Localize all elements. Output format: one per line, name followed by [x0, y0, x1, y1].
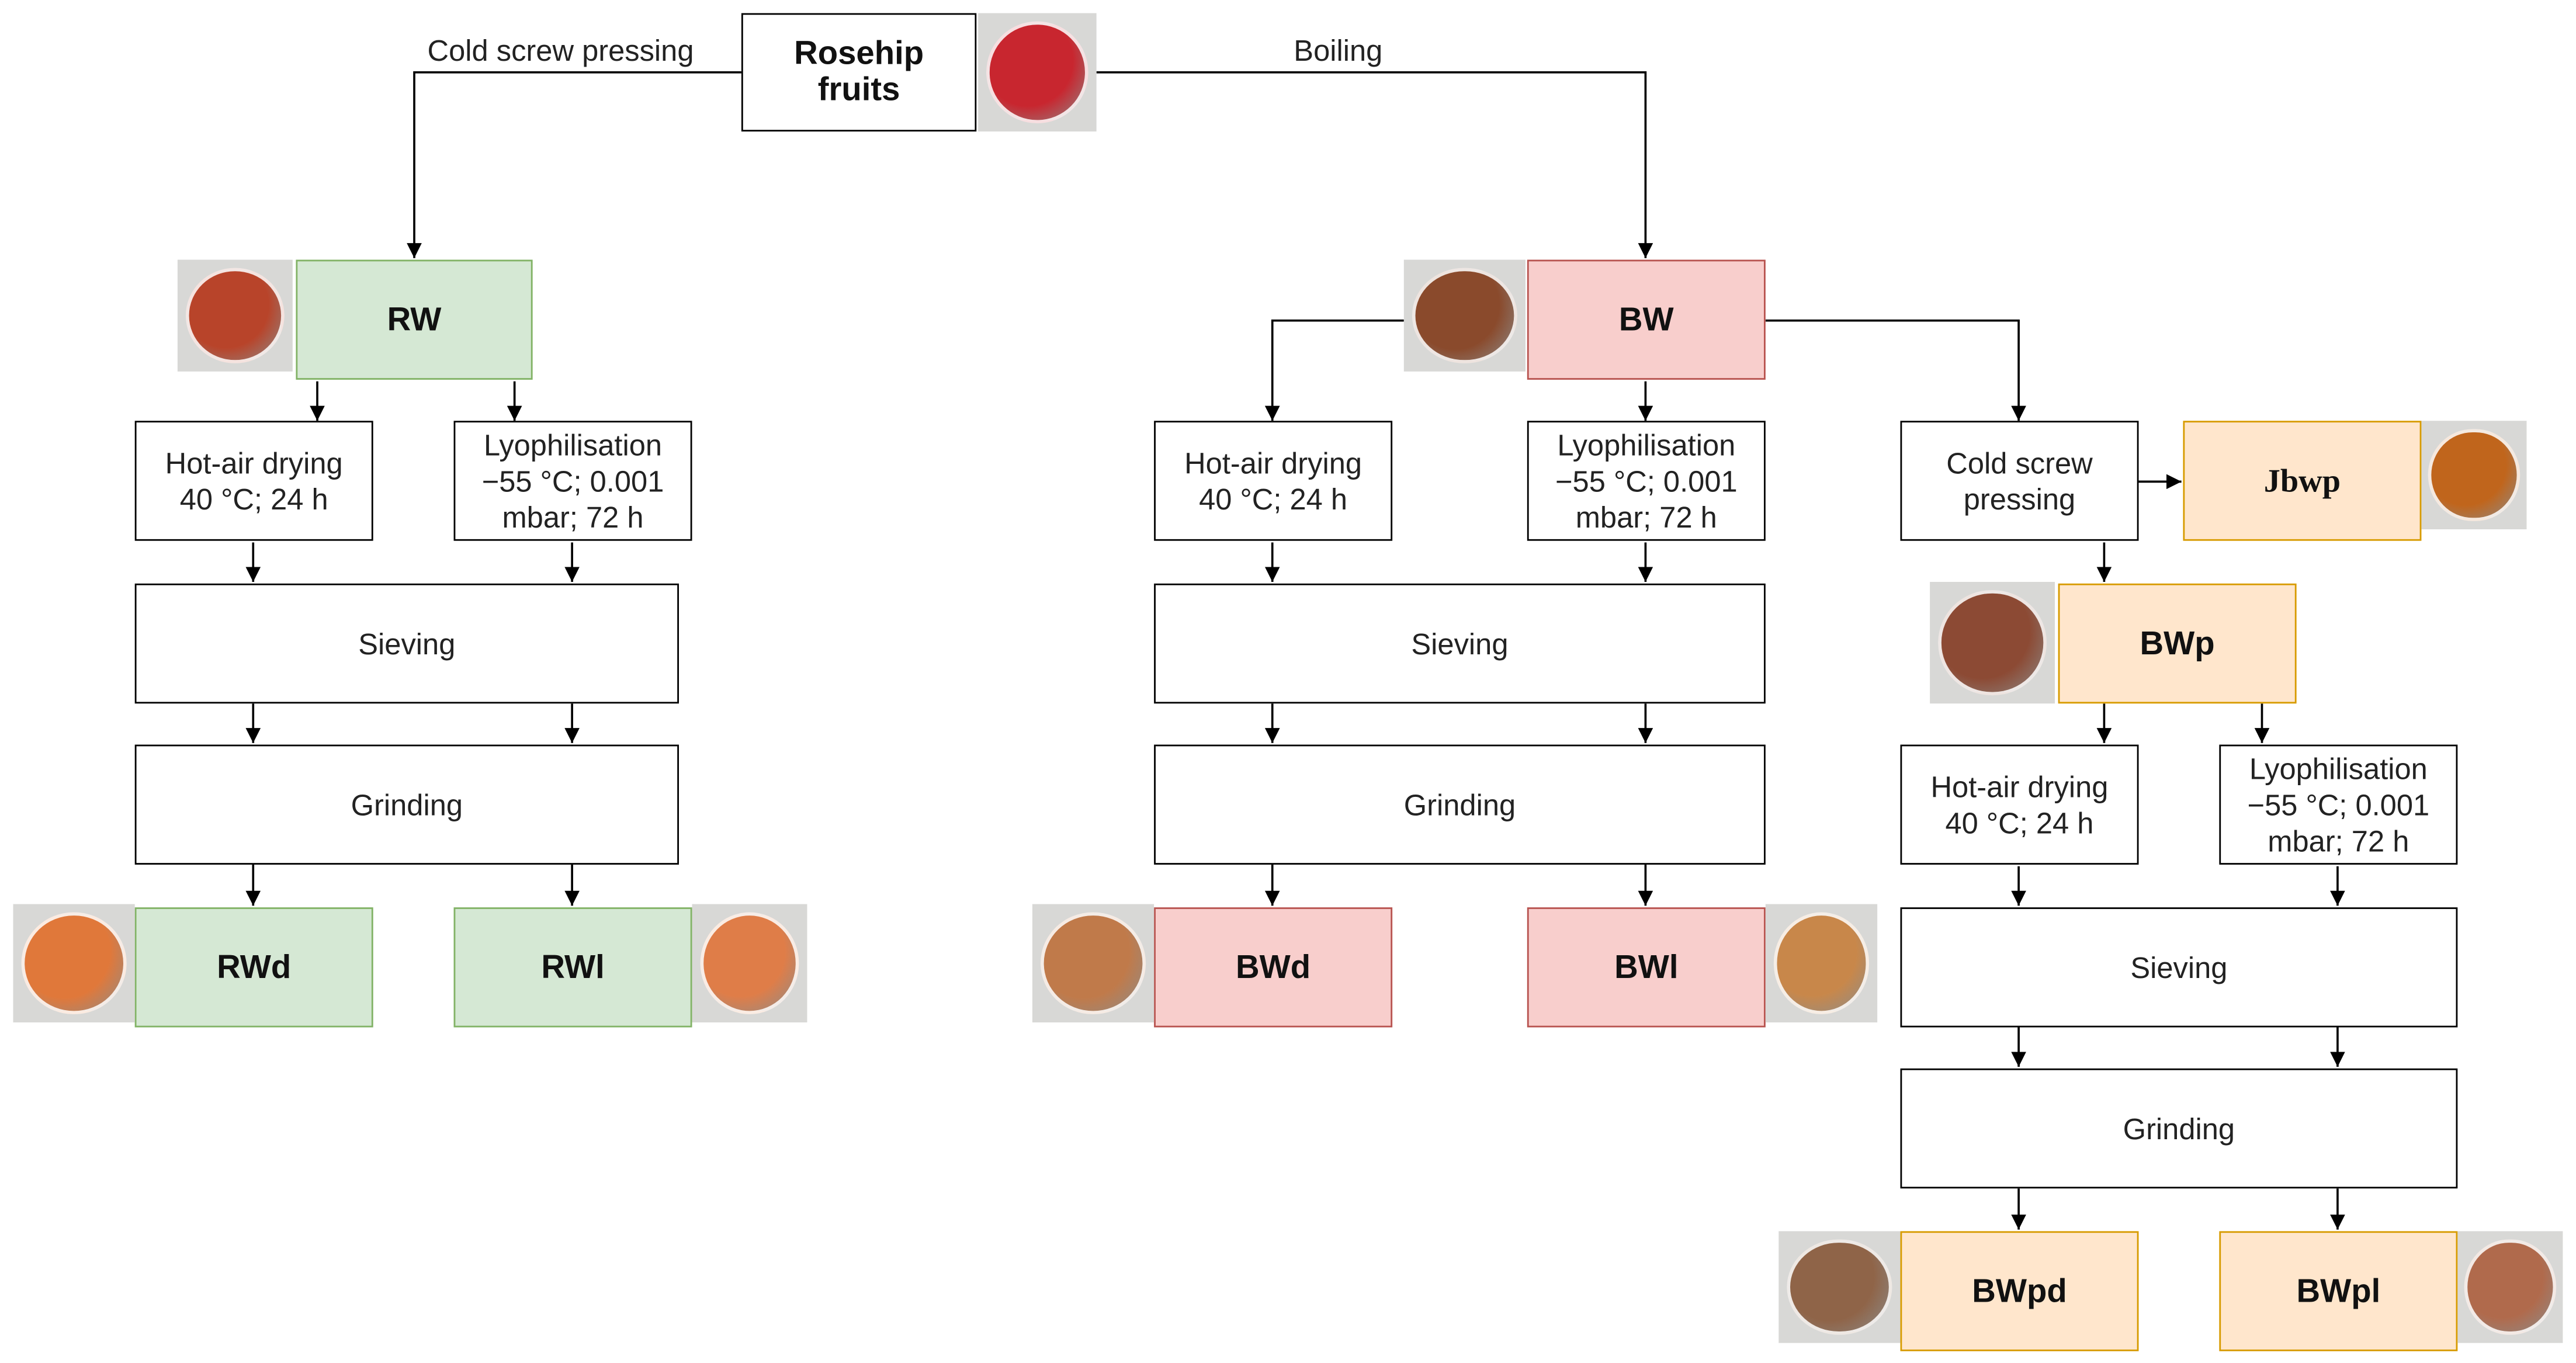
rw-node: RW [296, 259, 533, 380]
bwpl-photo [2457, 1231, 2563, 1343]
bwd-photo [1032, 904, 1154, 1023]
edge-label-cold-screw-pressing: Cold screw pressing [424, 34, 698, 70]
rw-grinding-step: Grinding [134, 744, 679, 865]
bwp-lyophilisation-step: Lyophilisation −55 °C; 0.001 mbar; 72 h [2219, 744, 2458, 865]
bwd-node: BWd [1154, 907, 1393, 1028]
bwp-grinding-step: Grinding [1900, 1068, 2458, 1189]
rw-lyophilisation-step: Lyophilisation −55 °C; 0.001 mbar; 72 h [453, 421, 692, 541]
edge-label-boiling: Boiling [1290, 34, 1386, 70]
bw-grinding-step: Grinding [1154, 744, 1766, 865]
rosehip-fruits-node: Rosehip fruits [741, 13, 977, 132]
jbwp-photo [2421, 421, 2527, 529]
rosehip-fruits-photo [978, 13, 1097, 132]
rwd-node: RWd [134, 907, 373, 1028]
bwp-photo [1930, 582, 2055, 704]
bwp-node: BWp [2058, 583, 2297, 704]
rw-hot-air-drying-step: Hot-air drying 40 °C; 24 h [134, 421, 373, 541]
rwl-photo [692, 904, 807, 1023]
bwp-hot-air-drying-step: Hot-air drying 40 °C; 24 h [1900, 744, 2139, 865]
bwl-node: BWl [1527, 907, 1766, 1028]
rwd-photo [13, 904, 135, 1023]
bw-photo [1403, 259, 1526, 372]
bw-lyophilisation-step: Lyophilisation −55 °C; 0.001 mbar; 72 h [1527, 421, 1766, 541]
bw-cold-screw-pressing-step: Cold screw pressing [1900, 421, 2139, 541]
rw-photo [177, 259, 293, 372]
jbwp-node: Jbwp [2183, 421, 2422, 541]
bwp-sieving-step: Sieving [1900, 907, 2458, 1028]
bwpd-node: BWpd [1900, 1231, 2139, 1351]
bwpl-node: BWpl [2219, 1231, 2458, 1351]
bwpd-photo [1778, 1231, 1901, 1343]
bw-hot-air-drying-step: Hot-air drying 40 °C; 24 h [1154, 421, 1393, 541]
rw-sieving-step: Sieving [134, 583, 679, 704]
bwl-photo [1765, 904, 1878, 1023]
bw-sieving-step: Sieving [1154, 583, 1766, 704]
bw-node: BW [1527, 259, 1766, 380]
rwl-node: RWl [453, 907, 692, 1028]
